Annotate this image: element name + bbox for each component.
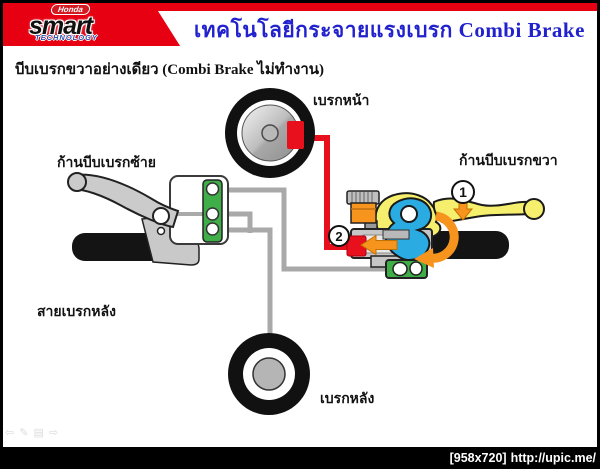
callout-2-number: 2: [335, 229, 342, 244]
left-lever-ball: [67, 172, 87, 192]
back-arrow-icon[interactable]: ⇦: [5, 427, 15, 439]
left-grip: [72, 233, 166, 261]
callout-step1: 1: [451, 180, 475, 204]
honda-smart-logo: smart Honda TECHNOLOGY: [29, 4, 121, 43]
right-lever-assembly: [346, 190, 545, 279]
front-hub: [261, 124, 279, 142]
left-pivot: [152, 207, 170, 225]
callout-1-number: 1: [459, 184, 467, 200]
label-rear-cable: สายเบรกหลัง: [37, 305, 116, 320]
label-front-brake: เบรกหน้า: [313, 94, 370, 109]
slide-subtitle: บีบเบรกขวาอย่างเดียว (Combi Brake ไม่ทำง…: [15, 62, 325, 78]
rear-brake-cable: [220, 227, 273, 360]
reservoir-body: [350, 202, 377, 224]
page-title: เทคโนโลยีกระจายแรงเบรก Combi Brake: [194, 17, 585, 42]
logo-main-text: smart: [29, 12, 93, 40]
right-lever-ball: [523, 198, 545, 220]
presenter-nav: ⇦ ✎ ▤ ⇨: [5, 426, 58, 440]
combi-cable: [220, 187, 392, 272]
footer-url: http://upic.me/: [510, 451, 596, 465]
label-rear-brake: เบรกหลัง: [320, 392, 375, 407]
label-left-lever: ก้านบีบเบรกซ้าย: [57, 156, 156, 171]
brake-cables: [220, 135, 392, 360]
rear-drum: [252, 357, 286, 391]
label-right-lever: ก้านบีบเบรกขวา: [459, 154, 558, 169]
pen-icon[interactable]: ✎: [19, 427, 29, 439]
left-lever-assembly: [67, 172, 229, 266]
rotate-arrow: [429, 211, 459, 263]
push-left-arrow: [360, 234, 398, 256]
footer-resolution: [958x720]: [449, 451, 507, 465]
callout-step2: 2: [328, 225, 350, 247]
forward-arrow-icon[interactable]: ⇨: [48, 427, 59, 439]
slideshow-menu-icon[interactable]: ▤: [33, 427, 44, 439]
front-caliper: [287, 121, 304, 149]
footer-bar: [958x720] http://upic.me/: [0, 447, 600, 469]
rear-wheel: [228, 333, 310, 415]
logo-technology-text: TECHNOLOGY: [35, 33, 98, 42]
equalizer-middle-cable: [220, 211, 253, 233]
left-lever-blade: [70, 173, 180, 229]
title-panel: เทคโนโลยีกระจายแรงเบรก Combi Brake: [158, 11, 597, 49]
front-wheel: [225, 88, 315, 178]
